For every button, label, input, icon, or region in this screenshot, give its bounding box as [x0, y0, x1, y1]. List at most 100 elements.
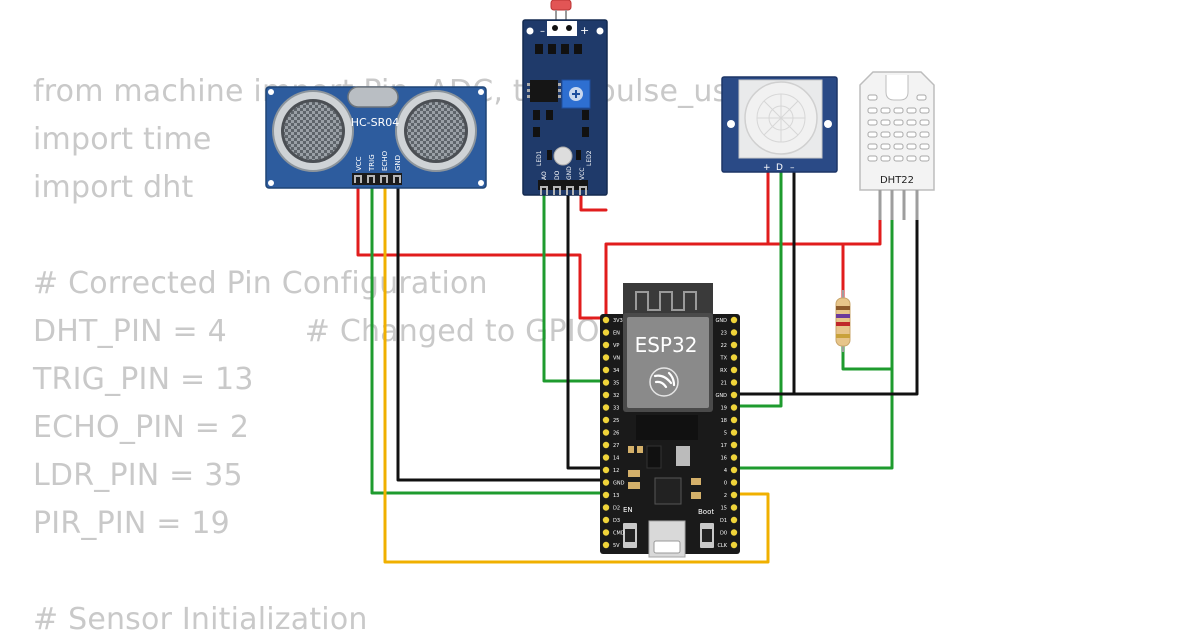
code-line: PIR_PIN = 19: [33, 506, 230, 541]
left-pin-15[interactable]: [602, 491, 610, 499]
ldr-pin-vcc: VCC: [579, 168, 586, 180]
right-pin-8[interactable]: [730, 404, 738, 411]
left-pin-label: VP: [613, 343, 619, 349]
right-pin-18[interactable]: [730, 529, 738, 536]
wire-ultrasonic-vcc[interactable]: [356, 183, 608, 320]
left-pin-label: EN: [613, 331, 620, 337]
wire-power-bus[interactable]: [604, 242, 770, 320]
left-pin-label: 32: [613, 393, 619, 399]
right-pin-10[interactable]: [730, 429, 738, 436]
code-line: ECHO_PIN = 2: [33, 410, 250, 445]
right-pin-label: 16: [721, 456, 727, 462]
right-pin-2[interactable]: [730, 329, 738, 336]
wire-ldr-gnd[interactable]: [566, 193, 608, 470]
left-pin-16[interactable]: [602, 504, 610, 511]
left-pin-19[interactable]: [602, 541, 610, 549]
dht22-sensor[interactable]: DHT22: [859, 71, 935, 220]
right-pin-label: 23: [721, 331, 727, 337]
right-pin-12[interactable]: [730, 454, 738, 461]
wire-resistor-bottom[interactable]: [841, 343, 894, 371]
left-pin-4[interactable]: [602, 354, 610, 361]
left-pin-18[interactable]: [602, 529, 610, 536]
right-pin-7[interactable]: [730, 391, 738, 399]
ultrasonic-label: HC-SR04: [351, 116, 400, 129]
ultrasonic-sensor[interactable]: HC-SR04 VCC TRIG ECHO GND: [265, 86, 487, 189]
pin-label-gnd: GND: [394, 155, 402, 171]
left-pin-label: GND: [613, 481, 625, 487]
onboard-components: [628, 415, 701, 505]
right-pin-6[interactable]: [730, 379, 738, 386]
right-pin-5[interactable]: [730, 366, 738, 374]
wire-ultrasonic-trig[interactable]: [370, 183, 608, 495]
left-pin-14[interactable]: [602, 479, 610, 486]
en-button[interactable]: [623, 523, 637, 548]
right-pin-9[interactable]: [730, 416, 738, 424]
left-pin-12[interactable]: [602, 454, 610, 461]
boot-button-label: Boot: [698, 508, 714, 516]
wire-pir-gnd[interactable]: [732, 170, 796, 396]
esp32-board[interactable]: ESP32 EN Boot: [600, 283, 740, 558]
left-pin-13[interactable]: [602, 466, 610, 474]
left-pin-9[interactable]: [602, 416, 610, 424]
code-line: TRIG_PIN = 13: [33, 362, 254, 397]
boot-button[interactable]: [700, 523, 714, 548]
pullup-resistor[interactable]: [835, 290, 851, 352]
right-pin-15[interactable]: [730, 491, 738, 499]
right-pin-19[interactable]: [730, 541, 738, 549]
left-pin-2[interactable]: [602, 329, 610, 336]
wifi-antenna: [623, 283, 713, 315]
left-pin-label: 5V: [613, 543, 620, 549]
left-pin-7[interactable]: [602, 391, 610, 399]
left-pin-label: 35: [613, 381, 619, 387]
right-pin-1[interactable]: [730, 316, 738, 324]
ldr-pin-do: DO: [554, 170, 561, 180]
right-pin-3[interactable]: [730, 341, 738, 349]
pin-label-trig: TRIG: [368, 154, 376, 172]
right-pin-label: 21: [721, 381, 727, 387]
left-pin-label: 27: [613, 443, 619, 449]
ldr-photoresistor: [550, 0, 572, 11]
left-pin-1[interactable]: [602, 316, 610, 324]
code-line: LDR_PIN = 35: [33, 458, 243, 493]
right-pin-label: D1: [720, 518, 727, 524]
left-pin-8[interactable]: [602, 404, 610, 411]
right-pin-label: 17: [721, 443, 727, 449]
left-pin-11[interactable]: [602, 441, 610, 449]
left-pin-17[interactable]: [602, 516, 610, 524]
left-pin-3[interactable]: [602, 341, 610, 349]
right-pin-11[interactable]: [730, 441, 738, 449]
right-pin-4[interactable]: [730, 354, 738, 361]
status-led: [553, 146, 573, 166]
left-pin-5[interactable]: [602, 366, 610, 374]
wire-ultrasonic-gnd[interactable]: [396, 183, 608, 482]
right-pin-label: 5: [724, 431, 727, 437]
left-pin-label: 26: [613, 431, 619, 437]
wire-ldr-vcc[interactable]: [579, 193, 608, 212]
pir-pin-minus: –: [790, 163, 795, 173]
left-pin-10[interactable]: [602, 429, 610, 436]
wire-ldr-ao[interactable]: [542, 193, 608, 383]
wire-ultrasonic-echo[interactable]: [383, 183, 770, 564]
left-pin-6[interactable]: [602, 379, 610, 386]
pin-label-vcc: VCC: [355, 156, 363, 171]
wire-dht-gnd[interactable]: [792, 191, 919, 396]
pir-pin-plus: +: [763, 163, 771, 173]
transducer-right: [395, 90, 477, 172]
ldr-module[interactable]: – + LED1 LED2 AO DO GND VCC: [522, 0, 608, 196]
right-pin-16[interactable]: [730, 504, 738, 511]
esp32-label: ESP32: [635, 333, 698, 357]
crystal: [347, 86, 399, 108]
right-pin-13[interactable]: [730, 466, 738, 474]
right-pin-label: 4: [724, 468, 727, 474]
wire-dht-data[interactable]: [732, 191, 894, 470]
code-line: import dht: [33, 170, 194, 205]
usb-port[interactable]: [648, 520, 686, 558]
right-pin-17[interactable]: [730, 516, 738, 524]
right-pin-label: GND: [716, 318, 728, 324]
right-pin-14[interactable]: [730, 479, 738, 486]
right-pin-label: 18: [721, 418, 727, 424]
right-pin-label: 22: [721, 343, 727, 349]
wire-pir-d[interactable]: [732, 170, 783, 408]
pir-sensor[interactable]: + D –: [721, 76, 838, 173]
left-pin-label: 25: [613, 418, 619, 424]
